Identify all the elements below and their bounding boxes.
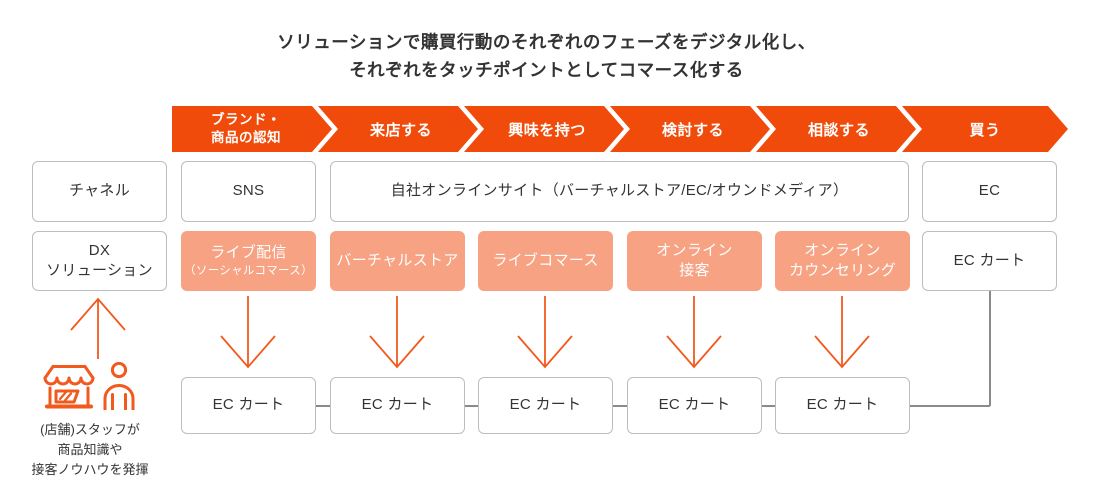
dx-ec-cart-box: EC カート [922,231,1057,291]
ec-cart-box: EC カート [478,377,613,434]
cart-connector-line [762,405,775,407]
storefront-icon [42,364,96,410]
ec-cart-label: EC カート [658,396,731,414]
row-header-dx-solution: DX ソリューション [32,231,167,291]
dx-label: オンライン カウンセリング [788,241,897,279]
dx-online-service-box: オンライン 接客 [627,231,762,291]
dx-live-streaming-box: ライブ配信 （ソーシャルコマース） [181,231,316,291]
channel-ec-box: EC [922,161,1057,222]
phase-label: 興味を持つ [508,121,586,139]
dx-live-commerce-box: ライブコマース [478,231,613,291]
dx-online-counseling-box: オンライン カウンセリング [775,231,910,291]
ec-cart-box: EC カート [181,377,316,434]
phase-get-interested: 興味を持つ [464,106,624,152]
dx-label: ライブ配信 [210,243,287,261]
cart-connector-line [316,405,330,407]
arrow-down-icon [810,296,874,370]
title-line-2: それぞれをタッチポイントとしてコマース化する [349,60,744,80]
arrow-up-icon [66,297,130,361]
row-header-channel: チャネル [32,161,167,222]
phase-consider: 検討する [610,106,770,152]
staff-note: (店舗)スタッフが 商品知識や 接客ノウハウを発揮 [31,422,149,478]
arrow-down-icon [365,296,429,370]
phase-label: ブランド・ 商品の認知 [211,111,281,145]
ec-cart-label: EC カート [509,396,582,414]
phase-consult: 相談する [756,106,916,152]
phase-label: 相談する [807,121,870,139]
row-header-label: DX ソリューション [46,241,153,279]
phase-brand-awareness: ブランド・ 商品の認知 [172,106,332,152]
dx-label: オンライン 接客 [656,241,733,279]
channel-online-site-box: 自社オンラインサイト（バーチャルストア/EC/オウンドメディア） [330,161,909,222]
channel-label: EC [978,182,1001,200]
phase-visit-store: 来店する [318,106,478,152]
cart-connector-line [465,405,478,407]
title-line-1: ソリューションで購買行動のそれぞれのフェーズをデジタル化し、 [277,32,816,52]
ec-cart-label: EC カート [361,396,434,414]
channel-label: 自社オンラインサイト（バーチャルストア/EC/オウンドメディア） [390,182,849,200]
dx-virtual-store-box: バーチャルストア [330,231,465,291]
person-icon [102,362,136,410]
arrow-down-icon [216,296,280,370]
ec-cart-connector-horizontal [910,405,990,407]
channel-label: SNS [232,182,265,200]
arrow-down-icon [662,296,726,370]
phase-label: 買う [969,121,1001,139]
phase-label: 来店する [369,121,432,139]
phase-label: 検討する [661,121,724,139]
ec-cart-label: EC カート [212,396,285,414]
ec-cart-label: EC カート [806,396,879,414]
ec-cart-box: EC カート [330,377,465,434]
dx-label: EC カート [953,251,1026,269]
ec-cart-box: EC カート [627,377,762,434]
arrow-down-icon [513,296,577,370]
dx-label: ライブコマース [492,251,599,269]
dx-sublabel: （ソーシャルコマース） [184,264,313,277]
row-header-label: チャネル [68,182,131,200]
diagram-title: ソリューションで購買行動のそれぞれのフェーズをデジタル化し、 それぞれをタッチポ… [0,28,1093,84]
cart-connector-line [613,405,627,407]
dx-label: バーチャルストア [336,251,459,269]
ec-cart-box: EC カート [775,377,910,434]
phase-buy: 買う [902,106,1068,152]
ec-cart-connector-vertical [989,291,991,406]
channel-sns-box: SNS [181,161,316,222]
